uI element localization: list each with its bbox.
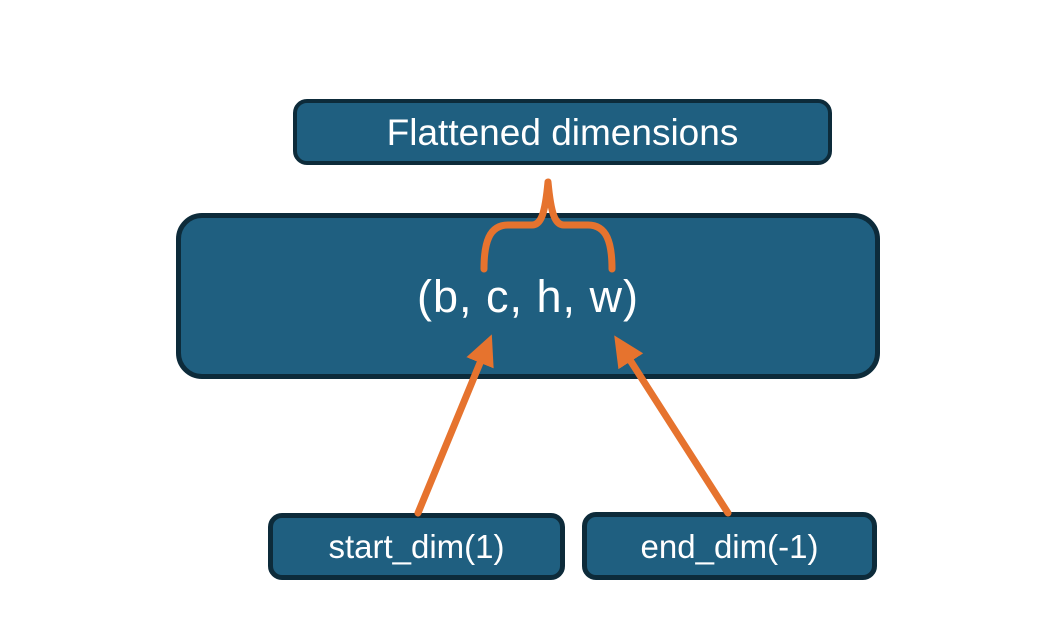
start-dim-label: start_dim(1)	[328, 528, 505, 565]
flattened-dimensions-box: Flattened dimensions	[293, 99, 832, 165]
end-dim-box: end_dim(-1)	[582, 512, 877, 580]
tensor-shape-box: (b, c, h, w)	[176, 213, 880, 379]
start-dim-box: start_dim(1)	[268, 513, 565, 580]
tensor-shape-label: (b, c, h, w)	[416, 270, 640, 322]
end-dim-label: end_dim(-1)	[640, 527, 819, 565]
flattened-dimensions-label: Flattened dimensions	[386, 111, 739, 153]
